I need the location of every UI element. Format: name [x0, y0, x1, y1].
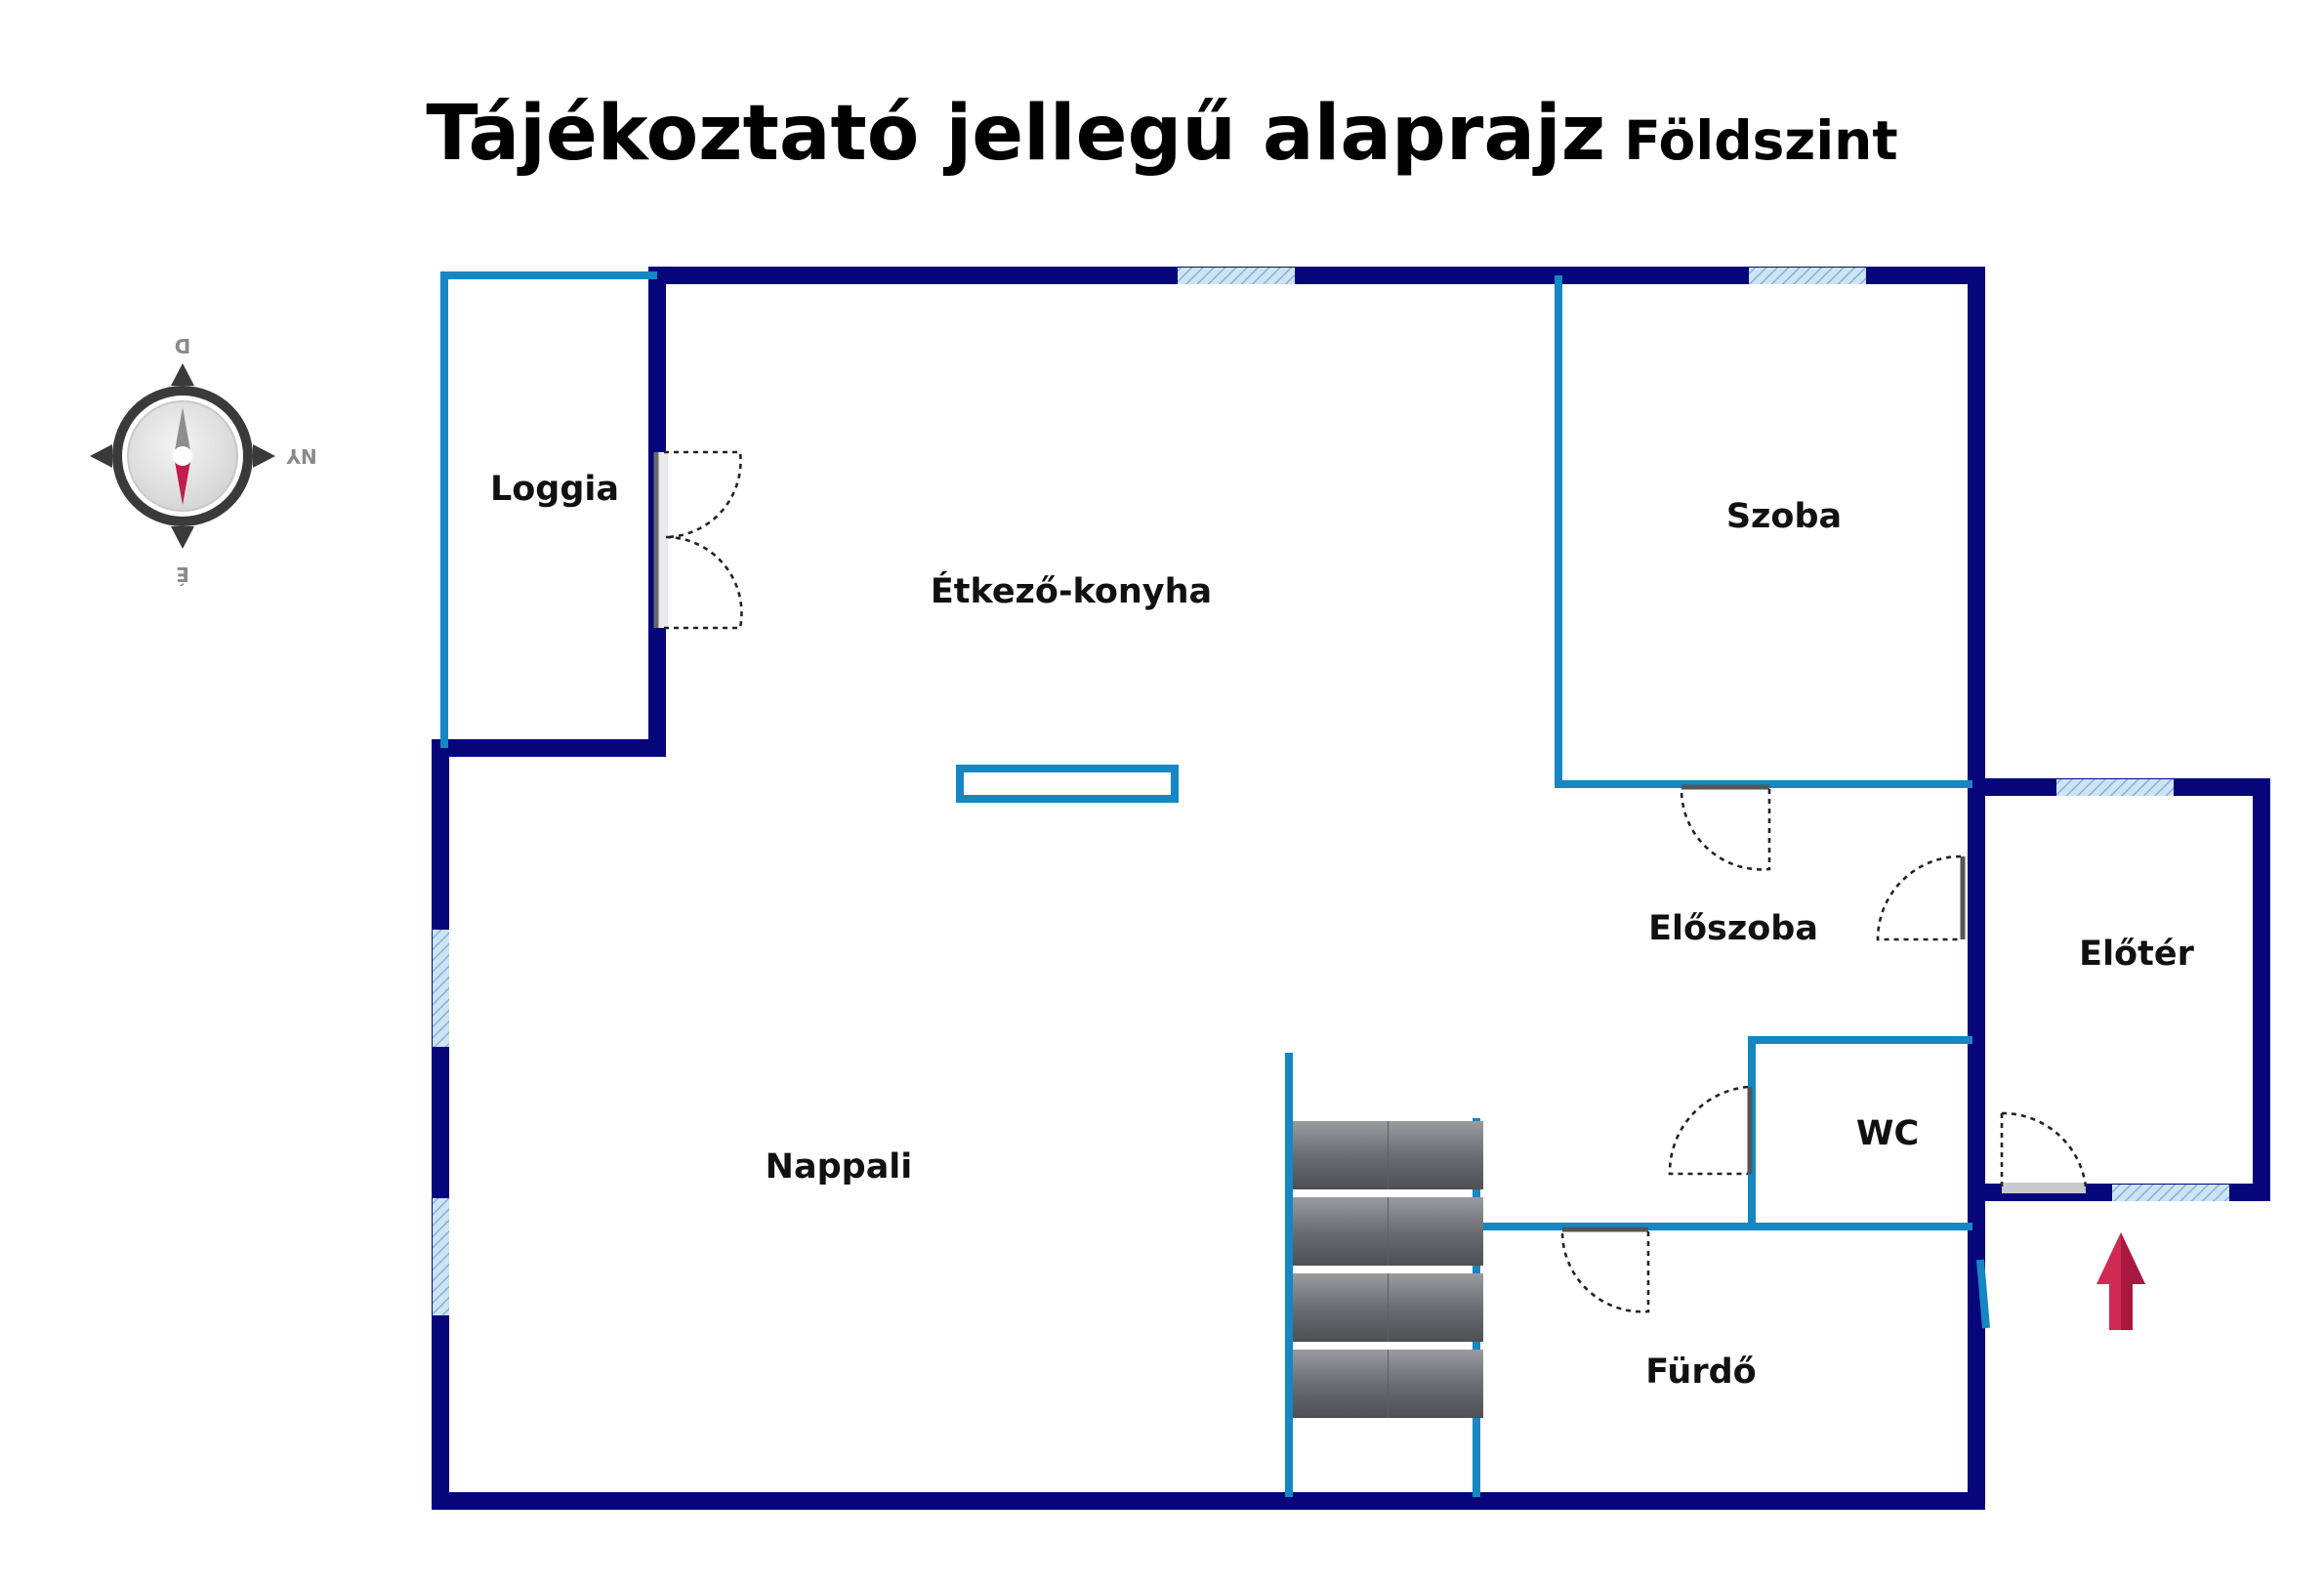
- compass-tip-right: [253, 444, 275, 468]
- kitchen-island: [956, 765, 1179, 803]
- staircase: [1293, 1121, 1483, 1418]
- room-label-eloszoba: Előszoba: [1648, 909, 1818, 948]
- room-label-furdo: Fürdő: [1645, 1353, 1756, 1392]
- szoba-wall: [1555, 275, 1972, 788]
- compass-needle-north: [174, 456, 191, 505]
- main-outer-wall: [432, 267, 1985, 1510]
- window-nappali-lower: [433, 1198, 449, 1315]
- doors: [653, 450, 2088, 1313]
- room-label-nappali: Nappali: [766, 1147, 913, 1186]
- inner-walls: [440, 271, 1990, 1497]
- compass-tip-top: [171, 363, 194, 386]
- window-nappali-upper: [433, 930, 449, 1047]
- windows: [433, 268, 2229, 1315]
- compass-label-north: É: [176, 562, 189, 586]
- window-eloter-bottom: [2112, 1185, 2229, 1201]
- compass: D É NY: [90, 334, 317, 586]
- compass-tip-left: [90, 444, 112, 468]
- door-szoba: [1680, 784, 1771, 871]
- window-etkezo: [1178, 268, 1295, 284]
- door-loggia: [653, 450, 743, 630]
- compass-tip-bottom: [171, 526, 194, 549]
- room-label-etkezo: Étkező-konyha: [931, 570, 1212, 611]
- room-label-eloter: Előtér: [2079, 935, 2194, 974]
- door-eloter: [1876, 854, 1966, 941]
- plan-title: Tájékoztató jellegű alaprajz Földszint: [0, 90, 2324, 178]
- room-label-wc: WC: [1856, 1114, 1919, 1153]
- window-eloter-top: [2056, 779, 2174, 796]
- eloter-outer-wall: [1968, 778, 2270, 1201]
- entrance-wall-piece: [1976, 1259, 1990, 1329]
- door-entrance: [2000, 1111, 2088, 1193]
- entrance-arrow: [2096, 1232, 2145, 1330]
- room-labels: Loggia Étkező-konyha Szoba Előszoba Előt…: [490, 470, 2195, 1392]
- window-szoba: [1749, 268, 1866, 284]
- room-label-szoba: Szoba: [1726, 497, 1842, 536]
- plan-title-floor: Földszint: [1624, 109, 1898, 172]
- compass-label-south: D: [175, 334, 191, 357]
- compass-label-west: NY: [286, 444, 317, 468]
- door-furdo: [1560, 1227, 1650, 1313]
- compass-center: [173, 446, 192, 466]
- plan-title-main: Tájékoztató jellegű alaprajz: [426, 90, 1606, 178]
- compass-needle-south: [174, 407, 191, 456]
- room-label-loggia: Loggia: [490, 470, 619, 509]
- loggia-wall: [440, 271, 657, 748]
- door-wc: [1668, 1085, 1753, 1176]
